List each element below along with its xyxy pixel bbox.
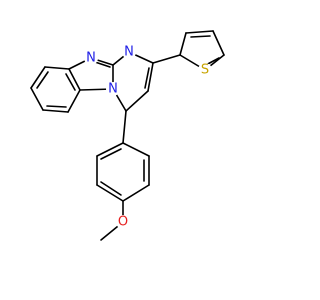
bond-aryl — [122, 110, 127, 144]
dihydropyrimidine-ring — [112, 51, 154, 112]
methoxyphenyl-ring — [96, 142, 150, 202]
benzene-ring-fused — [30, 66, 81, 113]
molecule-structure: N N N S O — [30, 30, 225, 241]
svg-text:N: N — [108, 82, 118, 97]
svg-text:S: S — [201, 63, 209, 78]
atom-label-n3: N — [106, 82, 120, 97]
svg-text:N: N — [124, 45, 134, 60]
svg-text:N: N — [86, 51, 96, 66]
svg-text:O: O — [118, 215, 128, 230]
atom-label-s1: S — [198, 63, 212, 78]
bond-thiophene — [152, 54, 181, 64]
atom-label-n1: N — [84, 51, 98, 66]
atom-label-n2: N — [122, 45, 136, 60]
atom-label-o1: O — [116, 215, 130, 230]
